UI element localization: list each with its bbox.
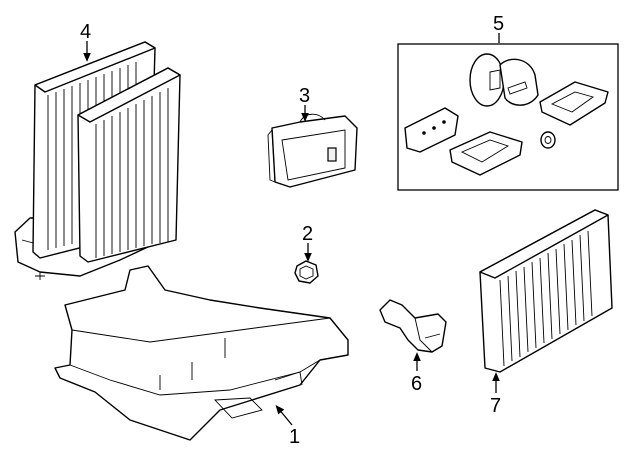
svg-text:3: 3: [299, 85, 310, 107]
hex-nut: [294, 260, 319, 284]
callout-6: 6: [411, 352, 422, 395]
svg-text:2: 2: [302, 223, 313, 245]
temperature-sensor: [379, 299, 447, 353]
svg-text:5: 5: [493, 13, 504, 35]
svg-text:6: 6: [411, 373, 422, 395]
svg-text:1: 1: [289, 426, 300, 448]
callout-7: 7: [490, 372, 501, 417]
control-module: [267, 113, 358, 188]
callout-5: 5: [493, 13, 504, 43]
svg-text:7: 7: [490, 395, 501, 417]
heater-core: [479, 209, 613, 373]
seal-kit-box: [397, 43, 619, 191]
svg-text:4: 4: [80, 21, 91, 43]
callout-2: 2: [302, 223, 313, 262]
callout-4: 4: [80, 21, 91, 62]
callout-1: 1: [275, 404, 300, 448]
lower-housing: [54, 265, 349, 441]
callout-3: 3: [299, 85, 310, 122]
cabin-filter-assembly: [14, 41, 181, 280]
